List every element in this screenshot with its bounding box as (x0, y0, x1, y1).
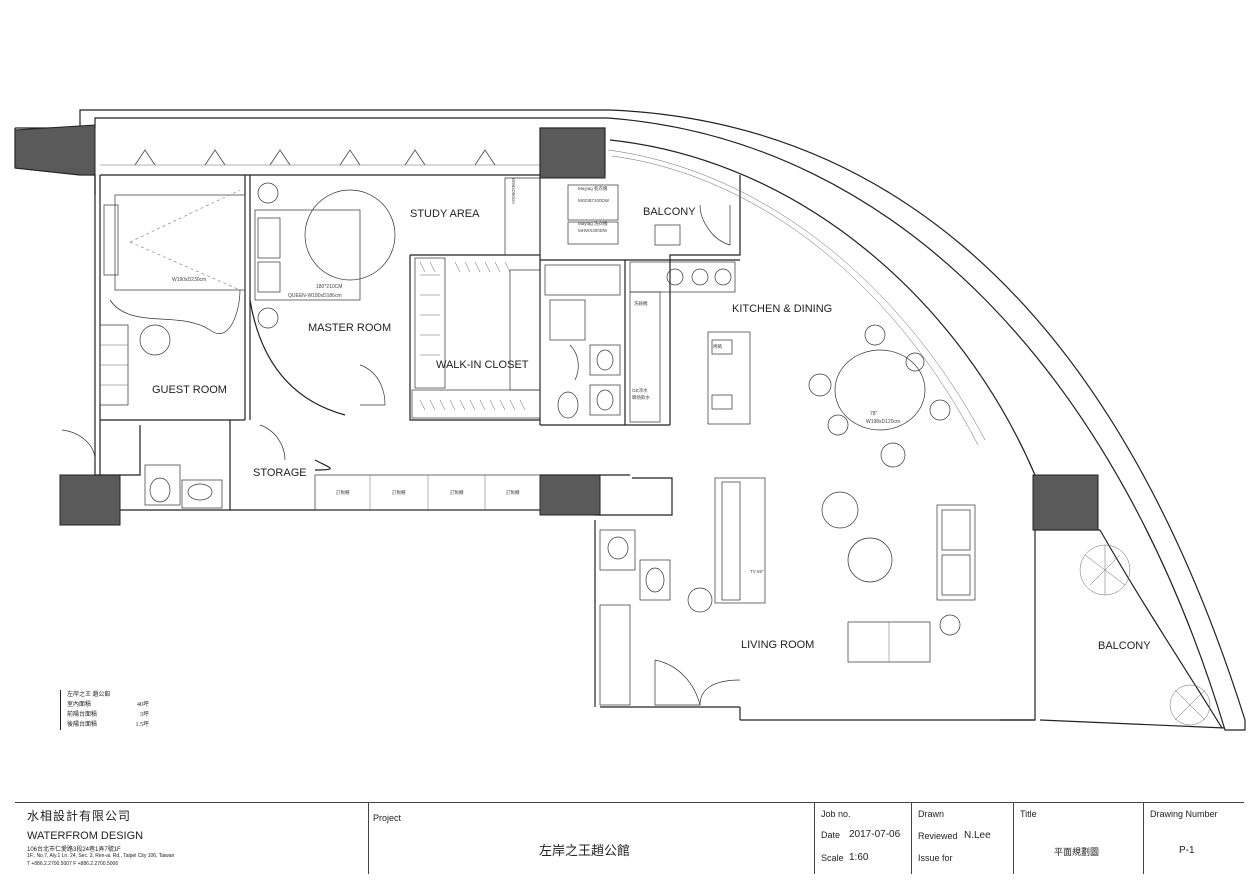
note-master-bed-queen: QUEEN-W180xD186cm (288, 293, 342, 299)
area-row-value: 1.5坪 (135, 722, 149, 728)
master-room-furniture (254, 182, 396, 329)
area-row-value: 3坪 (139, 712, 149, 718)
bathroom-lower (144, 464, 671, 706)
kitchen-fixtures (629, 261, 751, 425)
balcony-plants (1079, 544, 1211, 726)
curved-balcony-rail (607, 149, 986, 446)
guest-room-furniture (99, 189, 246, 406)
area-row-label: 室內面積 (67, 702, 92, 708)
area-row-label: 前陽台面積 (67, 712, 98, 718)
label-kitchen-dining: KITCHEN & DINING (732, 303, 832, 315)
label-walk-in-closet: WALK-IN CLOSET (436, 359, 529, 371)
top-windows (100, 149, 540, 166)
doors (61, 204, 741, 706)
job-no-label: Job no. (821, 809, 851, 819)
drawing-number-value: P-1 (1179, 845, 1195, 856)
dining-set (808, 324, 951, 468)
drawn-cell: Drawn Reviewed N.Lee Issue for (911, 803, 1014, 874)
structural-columns (14, 124, 1099, 531)
note-closet-1: 訂製櫃 (336, 489, 350, 496)
note-closet-2: 訂製櫃 (392, 489, 406, 496)
title-value: 平面規劃圖 (1054, 847, 1100, 857)
note-master-bed-size: 180*210CM (316, 284, 342, 290)
drawn-label: Drawn (918, 809, 945, 819)
title-label: Title (1020, 809, 1037, 819)
label-balcony-right: BALCONY (1098, 640, 1151, 652)
note-water-1: GE淨水 (632, 387, 648, 393)
project-cell: Project 左岸之王趙公館 (368, 803, 815, 874)
title-cell: Title 平面規劃圖 (1013, 803, 1144, 874)
walk-in-closet-shelves (411, 177, 541, 419)
title-block: 水相設計有限公司 WATERFROM DESIGN 106台北市仁愛路3段24巷… (15, 802, 1244, 874)
project-label: Project (373, 813, 402, 823)
bathroom-middle (544, 184, 681, 419)
floor-plan: STUDY AREA BALCONY KITCHEN & DINING MAST… (14, 109, 1246, 731)
company-name-en: WATERFROM DESIGN (27, 830, 144, 842)
reviewed-value: N.Lee (964, 830, 991, 841)
reviewed-label: Reviewed (918, 831, 958, 841)
area-row-label: 後陽台面積 (67, 722, 98, 728)
living-room-furniture (687, 477, 976, 663)
note-oven: 烤箱 (713, 343, 722, 350)
label-guest-room: GUEST ROOM (152, 384, 227, 396)
note-water-2: 瞬熱飲水 (632, 394, 650, 401)
address-cn: 106台北市仁愛路3段24巷1弄7號1F (27, 847, 121, 853)
label-living-room: LIVING ROOM (741, 639, 814, 651)
note-tv: TV 65" (750, 569, 764, 574)
note-closet-4: 訂製櫃 (506, 489, 520, 496)
note-washer-1: Maytag 乾衣機 (578, 185, 608, 192)
date-value: 2017-07-06 (849, 829, 901, 840)
note-study-desk: W96xD60cm (511, 178, 516, 204)
area-row: 後陽台面積 1.5坪 (67, 720, 149, 730)
note-table-78: 78" (870, 411, 878, 417)
area-row: 室內面積 40坪 (67, 700, 149, 710)
area-row: 前陽台面積 3坪 (67, 710, 149, 720)
note-washer-3: Maytag 洗衣機 (578, 220, 608, 227)
company-name-cn: 水相設計有限公司 (27, 809, 132, 823)
label-master-room: MASTER ROOM (308, 322, 391, 334)
drawing-number-cell: Drawing Number P-1 (1143, 803, 1245, 874)
note-closet-3: 訂製櫃 (450, 489, 464, 496)
issue-label: Issue for (918, 853, 953, 863)
label-balcony-top: BALCONY (643, 206, 696, 218)
area-table: 左岸之王 趙公館 室內面積 40坪 前陽台面積 3坪 後陽台面積 1.5坪 (60, 690, 149, 730)
note-washer-4: MHWX300DW (578, 228, 608, 233)
project-name: 左岸之王趙公館 (539, 843, 631, 858)
job-cell: Job no. Date 2017-07-06 Scale 1:60 (814, 803, 912, 874)
phone: T +886.2.2700.5007 F +886.2.2700.5006 (27, 861, 119, 867)
note-guest-bed: W190xD230cm (172, 277, 206, 283)
date-label: Date (821, 830, 841, 840)
note-table-dim: W198xD120cm (866, 419, 900, 425)
scale-label: Scale (821, 853, 844, 863)
note-dishwasher: 洗碗機 (634, 300, 648, 307)
label-storage: STORAGE (253, 467, 307, 479)
area-table-title: 左岸之王 趙公館 (67, 692, 111, 698)
area-row-value: 40坪 (136, 702, 149, 708)
label-study-area: STUDY AREA (410, 208, 480, 220)
address-en: 1F., No.7, Aly.1 Ln. 24, Sec. 3, Ren-ai.… (27, 853, 175, 859)
scale-value: 1:60 (849, 852, 869, 863)
note-washer-2: MGDB7100DW (578, 198, 610, 203)
drawing-number-label: Drawing Number (1150, 809, 1218, 819)
